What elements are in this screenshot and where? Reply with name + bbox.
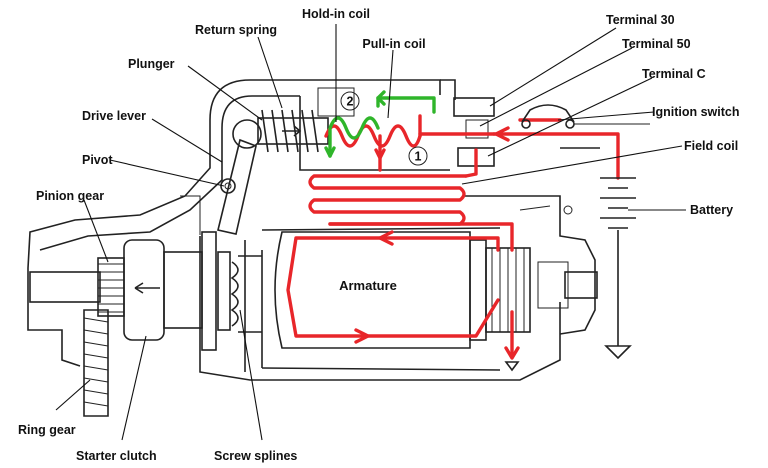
label-starter-clutch: Starter clutch [76, 449, 157, 463]
starter-housing [27, 79, 598, 381]
circuit-marker-2: 2 [340, 91, 360, 111]
pull-in-coil-shape [324, 114, 422, 172]
battery-shape [504, 147, 636, 372]
marker-1-text: 1 [415, 150, 422, 164]
armature-shape [274, 231, 531, 349]
label-field-coil: Field coil [684, 139, 738, 153]
label-terminal-50: Terminal 50 [622, 37, 691, 51]
label-plunger: Plunger [128, 57, 175, 71]
ignition-switch-shape [521, 104, 650, 129]
marker-2-text: 2 [347, 95, 354, 109]
label-ignition-switch: Ignition switch [652, 105, 740, 119]
label-ring-gear: Ring gear [18, 423, 76, 437]
screw-splines-shape [230, 255, 262, 333]
label-drive-lever: Drive lever [82, 109, 146, 123]
label-pull-in-coil: Pull-in coil [362, 37, 425, 51]
label-pinion-gear: Pinion gear [36, 189, 104, 203]
label-screw-splines: Screw splines [214, 449, 297, 463]
label-pivot: Pivot [82, 153, 113, 167]
drive-lever-shape [217, 119, 262, 235]
label-terminal-30: Terminal 30 [606, 13, 675, 27]
field-coil-shape [308, 174, 468, 226]
starter-clutch-shape [123, 231, 231, 351]
circuit-marker-1: 1 [408, 146, 428, 166]
label-return-spring: Return spring [195, 23, 277, 37]
label-battery: Battery [690, 203, 733, 217]
label-armature: Armature [339, 278, 397, 293]
label-hold-in-coil: Hold-in coil [302, 7, 370, 21]
current-path [286, 118, 620, 360]
label-terminal-c: Terminal C [642, 67, 706, 81]
ring-gear-shape [83, 309, 109, 417]
leader-lines [55, 24, 686, 441]
pinion-gear-shape [97, 257, 125, 317]
